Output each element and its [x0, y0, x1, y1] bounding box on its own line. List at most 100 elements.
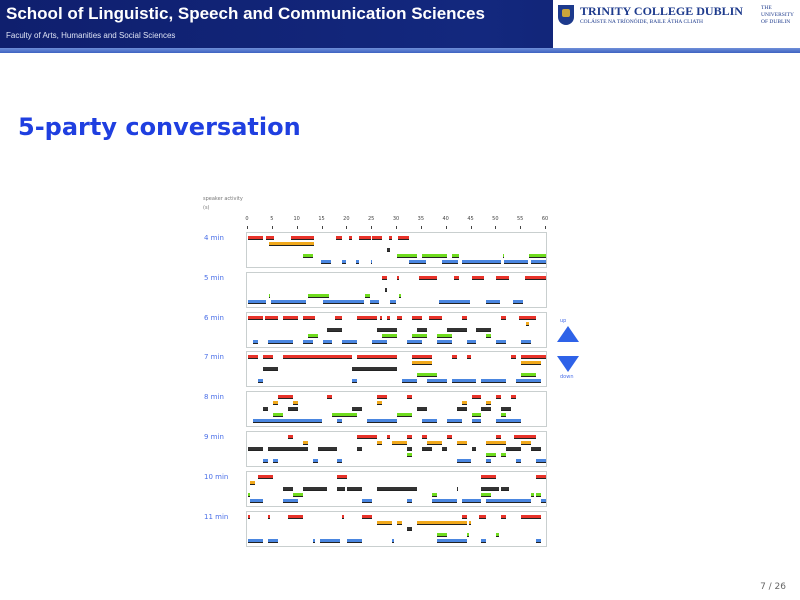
speech-segment-k — [481, 486, 499, 490]
x-tick-label: 35 — [417, 216, 425, 222]
speech-segment-r — [521, 514, 542, 518]
speech-segment-g — [397, 413, 412, 417]
speech-segment-r — [536, 474, 546, 478]
speech-segment-b — [446, 419, 462, 423]
speech-segment-o — [469, 520, 472, 524]
speech-segment-r — [471, 395, 482, 399]
speech-segment-b — [390, 299, 396, 303]
speech-segment-k — [506, 447, 522, 450]
x-tick-mark — [321, 226, 323, 229]
x-tick-label: 20 — [343, 216, 350, 222]
speech-segment-r — [337, 474, 348, 478]
x-tick-mark — [470, 226, 472, 229]
speech-segment-r — [466, 355, 472, 359]
x-tick-mark — [371, 226, 373, 229]
x-tick-label: 60 — [541, 216, 549, 222]
x-tick-label: 15 — [318, 216, 325, 222]
x-tick-label: 55 — [516, 216, 524, 222]
speech-segment-b — [337, 459, 343, 462]
minute-panel — [246, 271, 547, 308]
speech-segment-o — [268, 242, 315, 245]
speech-segment-r — [342, 514, 345, 518]
speech-segment-b — [302, 339, 313, 343]
speech-segment-g — [521, 373, 537, 377]
scroll-down-arrow-icon[interactable] — [557, 356, 579, 372]
speech-segment-r — [461, 514, 467, 518]
speech-segment-k — [384, 287, 388, 291]
speech-segment-g — [416, 373, 437, 377]
speech-segment-b — [441, 260, 459, 263]
crest-icon — [558, 5, 574, 25]
speech-segment-b — [481, 538, 487, 542]
speech-segment-b — [355, 260, 359, 263]
speech-segment-k — [501, 486, 509, 490]
speech-segment-r — [248, 315, 263, 319]
speech-segment-b — [312, 459, 318, 462]
speech-segment-k — [481, 407, 492, 411]
speech-segment-r — [511, 355, 517, 359]
speech-segment-r — [282, 355, 353, 359]
chart-caption: speaker activity — [203, 196, 243, 202]
speech-segment-r — [282, 315, 298, 319]
speech-segment-k — [471, 447, 477, 450]
speech-segment-g — [248, 492, 250, 496]
speech-segment-b — [436, 339, 452, 343]
speech-segment-b — [421, 419, 437, 423]
speech-segment-g — [496, 532, 499, 536]
speech-segment-r — [277, 395, 293, 399]
speech-segment-g — [411, 333, 427, 337]
speech-segment-g — [528, 254, 546, 257]
speech-segment-k — [262, 367, 278, 371]
speech-segment-r — [501, 315, 507, 319]
speech-segment-b — [521, 339, 532, 343]
speech-segment-b — [426, 379, 447, 383]
x-tick-label: 40 — [442, 216, 449, 222]
speech-segment-o — [486, 401, 492, 405]
row-label: 9 min — [204, 433, 224, 441]
x-tick-label: 5 — [270, 216, 274, 222]
x-tick-mark — [271, 226, 273, 229]
speech-segment-g — [531, 492, 534, 496]
scroll-up-arrow-icon[interactable] — [557, 326, 579, 342]
speech-segment-b — [270, 299, 307, 303]
speech-segment-g — [302, 254, 313, 257]
speech-segment-b — [408, 260, 426, 263]
speech-segment-g — [501, 453, 507, 456]
speech-segment-g — [292, 492, 303, 496]
speech-segment-k — [397, 486, 417, 490]
speech-segment-b — [370, 260, 373, 263]
speech-segment-b — [321, 260, 331, 263]
speech-segment-r — [406, 435, 412, 438]
x-tick-mark — [495, 226, 497, 229]
x-tick-label: 45 — [467, 216, 474, 222]
speech-segment-r — [411, 315, 422, 319]
speech-segment-r — [461, 315, 467, 319]
speech-segment-o — [250, 480, 256, 484]
speech-segment-k — [352, 407, 363, 411]
speech-segment-r — [451, 355, 457, 359]
speech-segment-b — [461, 498, 482, 502]
speech-segment-r — [257, 474, 273, 478]
speech-segment-b — [250, 498, 263, 502]
speech-segment-o — [416, 520, 467, 524]
speech-segment-o — [456, 441, 462, 444]
speech-segment-r — [387, 315, 390, 319]
minute-panel — [246, 311, 547, 348]
speech-segment-r — [327, 395, 333, 399]
speech-segment-g — [398, 293, 401, 297]
speech-segment-o — [377, 401, 383, 405]
logo-irish: COLÁISTE NA TRÍONÓIDE, BAILE ÁTHA CLIATH — [580, 19, 704, 25]
speech-segment-b — [352, 379, 358, 383]
speech-segment-k — [317, 447, 338, 450]
speech-segment-g — [502, 254, 505, 257]
speech-segment-o — [377, 441, 383, 444]
speech-segment-r — [513, 435, 537, 438]
speech-segment-g — [486, 333, 492, 337]
speech-segment-k — [531, 447, 542, 450]
speech-segment-r — [521, 355, 546, 359]
speech-segment-r — [397, 315, 402, 319]
speech-segment-r — [379, 315, 383, 319]
speech-segment-r — [267, 514, 271, 518]
header-rule — [0, 48, 800, 53]
x-tick-mark — [247, 226, 248, 229]
